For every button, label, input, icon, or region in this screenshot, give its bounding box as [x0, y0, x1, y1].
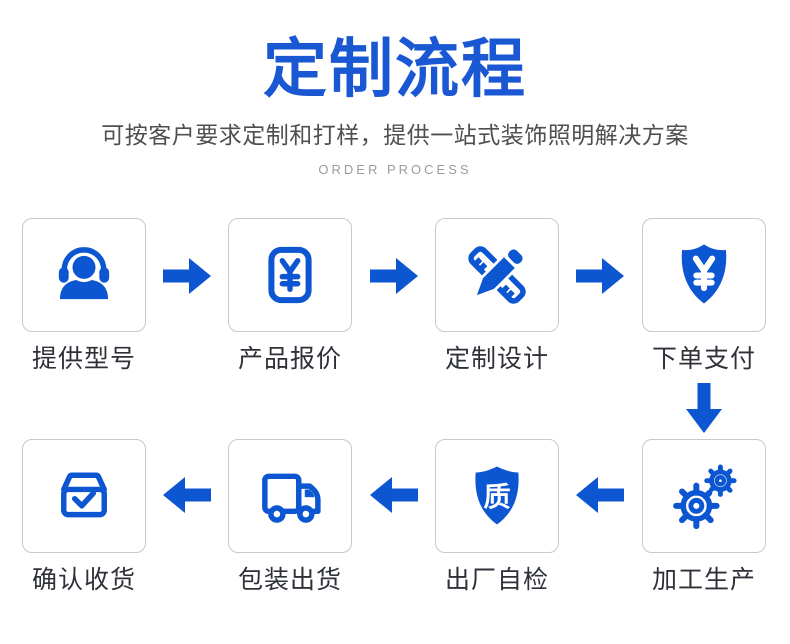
step-icon-box — [228, 439, 352, 553]
truck-icon — [262, 473, 321, 523]
quality-character: 质 — [483, 481, 510, 512]
step-icon-box: 质 — [435, 439, 559, 553]
customer-service-icon — [58, 247, 110, 300]
arrow-left-icon — [576, 477, 624, 513]
arrow-right-icon — [370, 258, 418, 294]
step-label: 包装出货 — [237, 566, 342, 594]
step-label: 出厂自检 — [444, 566, 549, 594]
step-label: 加工生产 — [651, 566, 756, 594]
arrow-left-icon — [163, 477, 211, 513]
arrow-right-icon — [163, 258, 211, 294]
step-icon-box — [22, 218, 146, 332]
step-label: 下单支付 — [651, 345, 756, 373]
design-pencil-ruler-icon — [468, 246, 526, 304]
arrow-down-icon — [686, 383, 722, 433]
step-provide-model: 提供型号 — [22, 218, 146, 374]
step-confirm-receipt: 确认收货 — [22, 439, 146, 595]
step-packing-shipment: 包装出货 — [228, 439, 352, 595]
step-label: 产品报价 — [237, 345, 342, 373]
step-custom-design: 定制设计 — [435, 218, 559, 374]
box-check-icon — [61, 472, 107, 518]
step-order-payment: 下单支付 — [642, 218, 766, 374]
step-product-quote: 产品报价 — [228, 218, 352, 374]
step-icon-box — [435, 218, 559, 332]
arrow-left-icon — [370, 477, 418, 513]
step-processing-production: 加工生产 — [642, 439, 766, 595]
step-label: 定制设计 — [444, 345, 549, 373]
step-icon-box — [642, 218, 766, 332]
quality-shield-icon: 质 — [475, 466, 519, 525]
step-factory-inspection: 质 出厂自检 — [435, 439, 559, 595]
step-icon-box — [642, 439, 766, 553]
step-label: 确认收货 — [31, 566, 136, 594]
step-label: 提供型号 — [31, 345, 136, 373]
payment-shield-icon — [681, 244, 727, 304]
gears-icon — [673, 464, 737, 530]
page-tagline: ORDER PROCESS — [318, 162, 472, 177]
page-title: 定制流程 — [263, 32, 527, 107]
price-quote-icon — [268, 246, 312, 304]
arrow-right-icon — [576, 258, 624, 294]
step-icon-box — [228, 218, 352, 332]
step-icon-box — [22, 439, 146, 553]
page-subtitle: 可按客户要求定制和打样，提供一站式装饰照明解决方案 — [101, 122, 689, 148]
